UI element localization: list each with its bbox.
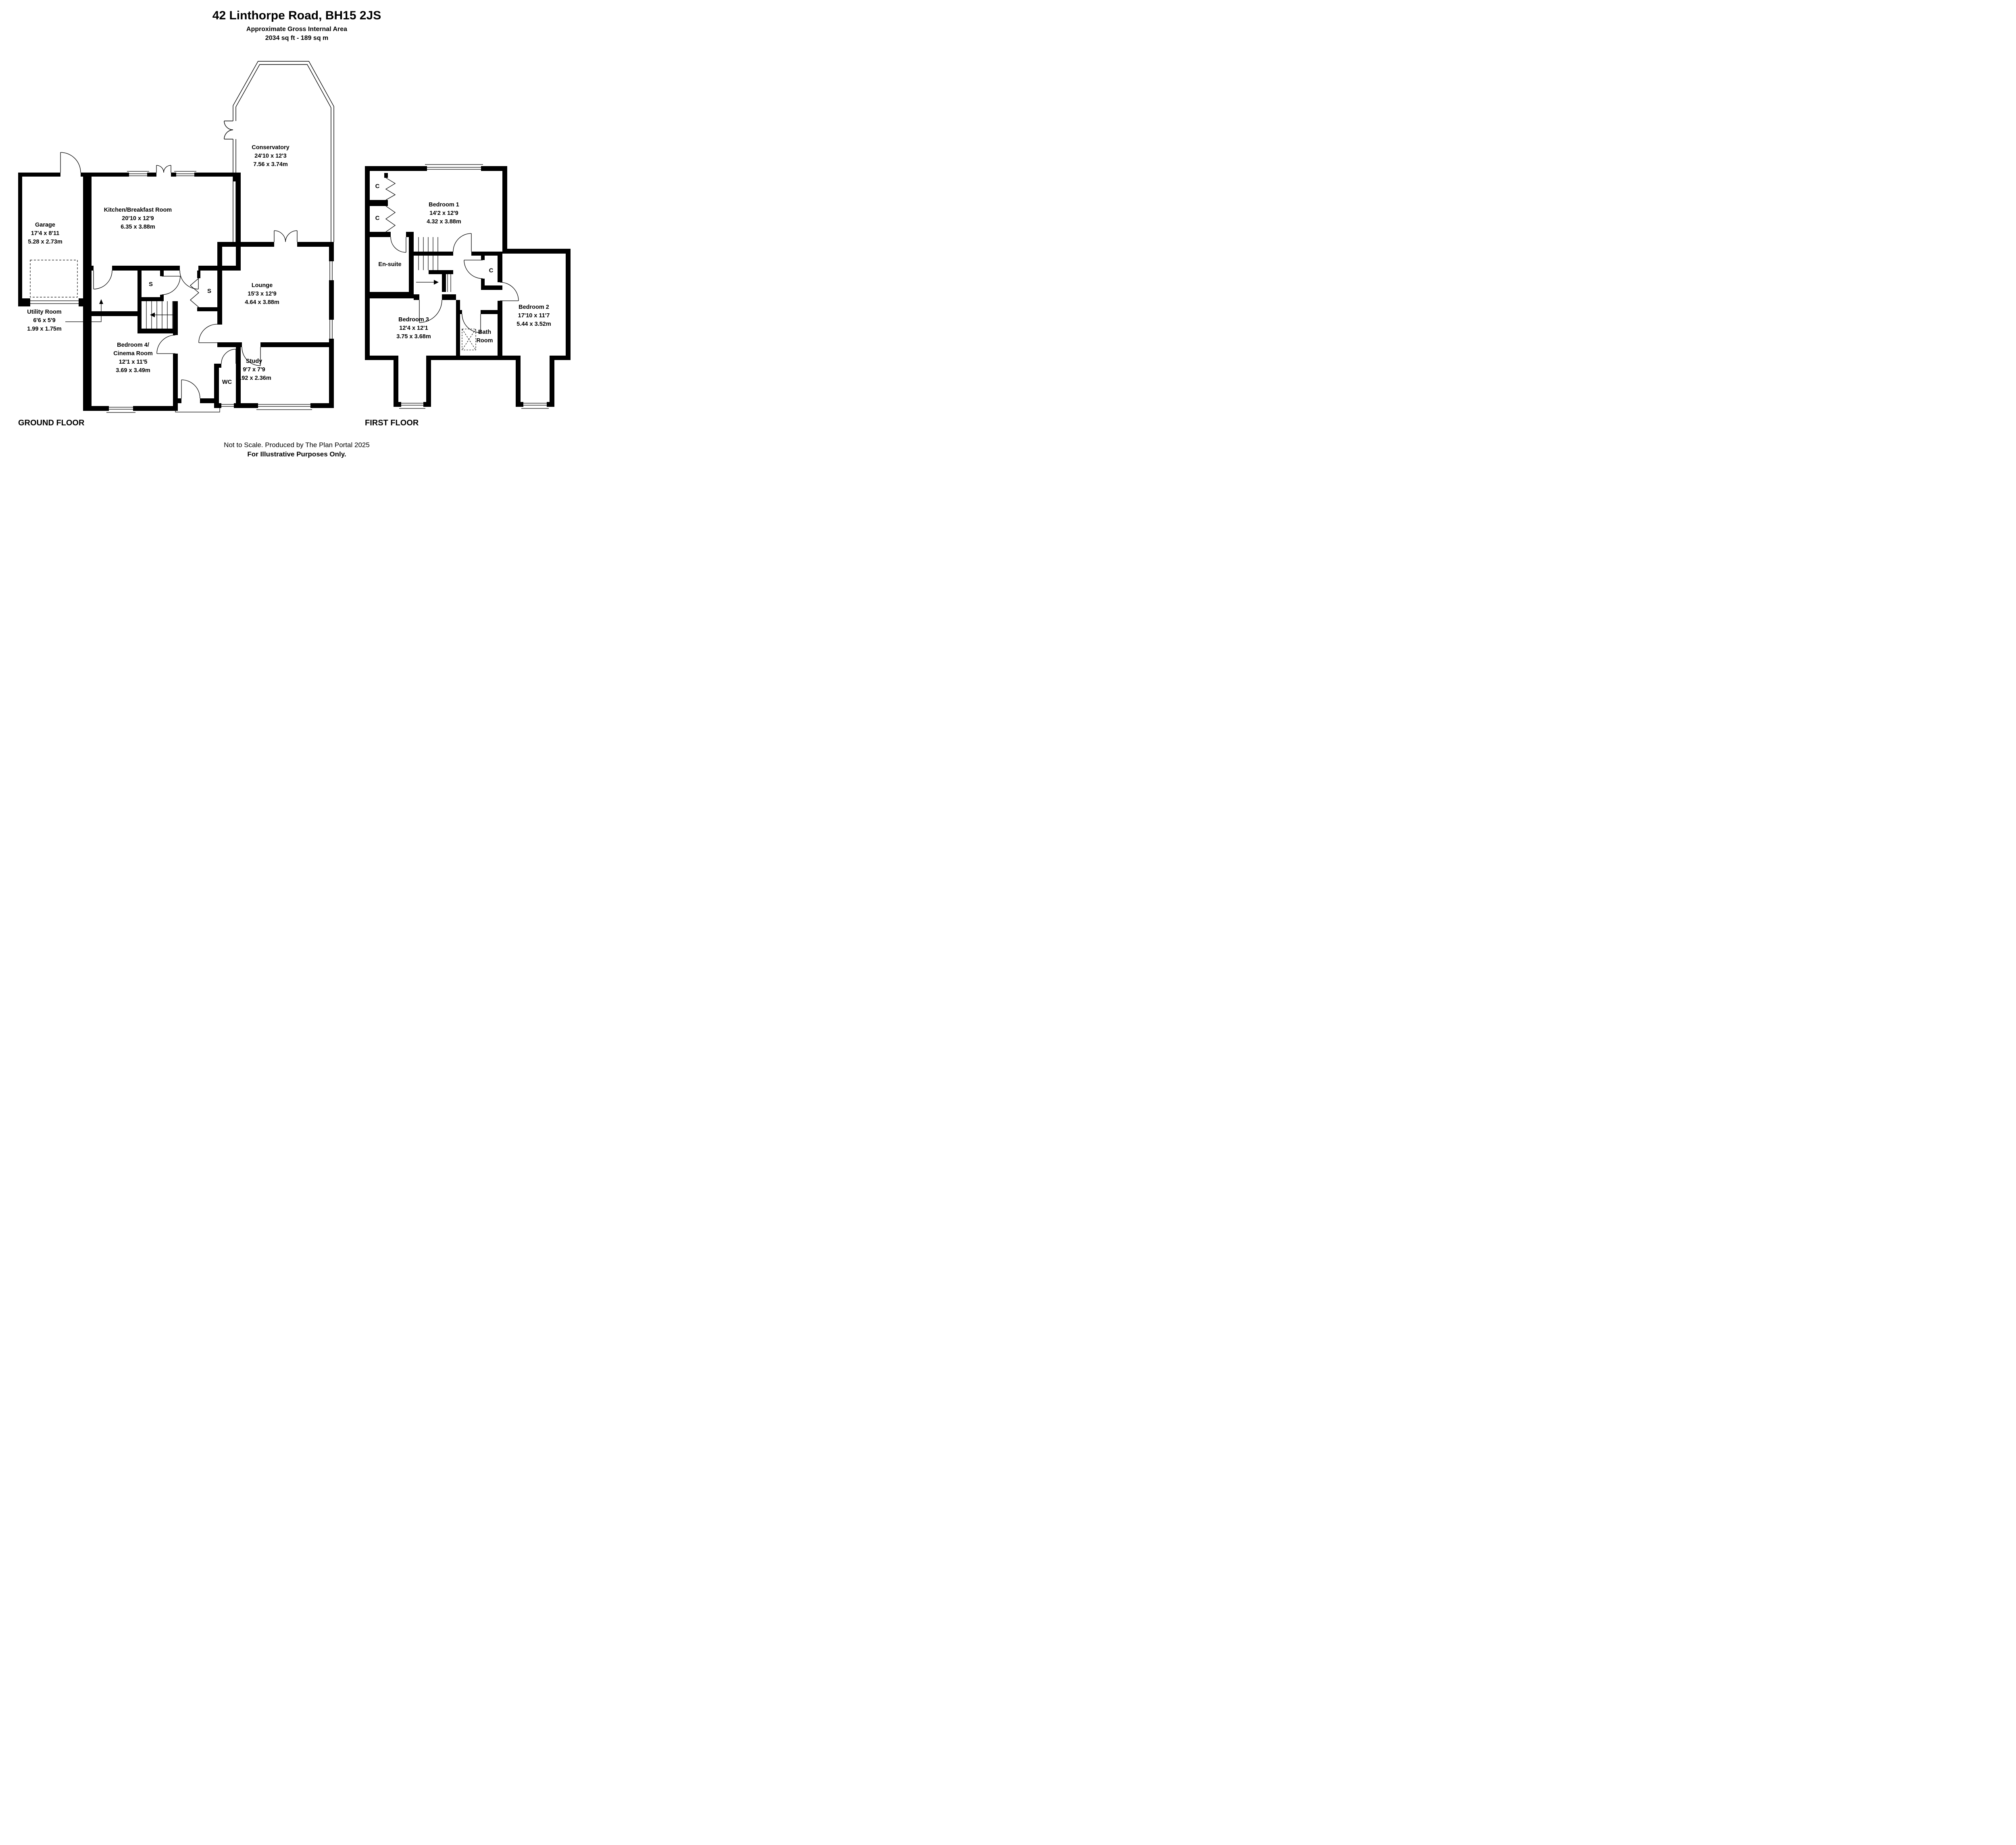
floorplan-drawing: [18, 61, 571, 413]
room-dims-metric: 7.56 x 3.74m: [253, 161, 288, 168]
subtitle-area: Approximate Gross Internal Area: [246, 26, 348, 33]
room-dims-metric: 5.44 x 3.52m: [516, 321, 551, 327]
room-dims-metric: 4.32 x 3.88m: [427, 219, 461, 225]
ground-floor-plan: [18, 61, 334, 413]
room-name: Bath: [478, 329, 492, 335]
room-name: Bedroom 1: [429, 202, 459, 208]
first-floor-doors: [385, 177, 519, 333]
closet-label-c1: C: [375, 183, 380, 190]
cupboard-label-s1: S: [148, 281, 153, 288]
room-dims-imperial: 14'2 x 12'9: [429, 210, 458, 217]
room-dims-metric: 5.28 x 2.73m: [28, 239, 62, 245]
utility-leader-line: [65, 299, 103, 322]
ground-floor-walls: [18, 173, 334, 411]
room-label-conservatory: Conservatory 24'10 x 12'3 7.56 x 3.74m: [252, 144, 289, 169]
ground-floor-windows: [30, 171, 333, 413]
first-floor-windows: [399, 164, 549, 409]
first-floor-walls: [365, 166, 571, 407]
room-label-bathroom: Bath Room: [476, 328, 493, 345]
page-title: 42 Linthorpe Road, BH15 2JS: [212, 9, 381, 22]
room-dims-imperial: 15'3 x 12'9: [248, 291, 277, 297]
room-dims-imperial: 17'4 x 8'11: [31, 230, 60, 237]
room-dims-imperial: 24'10 x 12'3: [254, 153, 287, 159]
room-name: Bedroom 4/: [117, 342, 149, 348]
room-name: Room: [476, 337, 493, 344]
bathroom-dashed-box: [462, 329, 476, 350]
room-label-kitchen: Kitchen/Breakfast Room 20'10 x 12'9 6.35…: [104, 206, 172, 231]
room-dims-metric: 4.64 x 3.88m: [245, 299, 279, 306]
front-porch: [175, 403, 220, 412]
room-name: Conservatory: [252, 144, 289, 151]
room-dims-metric: 3.69 x 3.49m: [116, 367, 150, 374]
room-name: Bedroom 2: [519, 304, 549, 310]
room-name: Cinema Room: [113, 350, 153, 357]
room-label-lounge: Lounge 15'3 x 12'9 4.64 x 3.88m: [245, 281, 279, 307]
room-dims-metric: 3.75 x 3.68m: [396, 333, 431, 340]
stairs-up-arrow: [434, 280, 439, 285]
stairs-down-arrow: [150, 312, 155, 317]
first-floor-label: FIRST FLOOR: [365, 419, 419, 427]
ground-floor-label: GROUND FLOOR: [18, 419, 85, 427]
footer-illustrative: For Illustrative Purposes Only.: [247, 450, 346, 458]
room-label-ensuite: En-suite: [378, 260, 401, 269]
room-dims-metric: 6.35 x 3.88m: [121, 224, 155, 230]
room-dims-imperial: 6'6 x 5'9: [33, 317, 56, 324]
room-name: Kitchen/Breakfast Room: [104, 207, 172, 213]
ground-floor-doors: [60, 152, 298, 399]
room-name: Utility Room: [27, 309, 62, 315]
footer-disclaimer: Not to Scale. Produced by The Plan Porta…: [224, 441, 370, 449]
room-label-bedroom2: Bedroom 2 17'10 x 11'7 5.44 x 3.52m: [516, 303, 551, 329]
room-label-utility: Utility Room 6'6 x 5'9 1.99 x 1.75m: [27, 308, 61, 333]
closet-label-c2: C: [375, 214, 380, 222]
first-floor-plan: [365, 164, 571, 409]
room-label-bedroom4: Bedroom 4/ Cinema Room 12'1 x 11'5 3.69 …: [113, 341, 153, 375]
room-name: En-suite: [378, 261, 402, 268]
closet-label-c3: C: [489, 267, 494, 274]
first-floor-stairs: [416, 237, 451, 292]
floorplan-page: 42 Linthorpe Road, BH15 2JS Approximate …: [0, 0, 594, 461]
room-dims-imperial: 12'1 x 11'5: [119, 359, 148, 365]
room-label-study: Study 9'7 x 7'9 2.92 x 2.36m: [237, 357, 271, 383]
room-dims-metric: 2.92 x 2.36m: [237, 375, 271, 381]
room-dims-imperial: 17'10 x 11'7: [518, 312, 550, 319]
room-label-wc: WC: [222, 378, 232, 387]
garage-dashed-box: [30, 260, 78, 298]
room-dims-metric: 1.99 x 1.75m: [27, 326, 62, 332]
room-name: Garage: [35, 222, 55, 228]
room-name: WC: [222, 379, 232, 385]
room-dims-imperial: 9'7 x 7'9: [243, 367, 265, 373]
subtitle-size: 2034 sq ft - 189 sq m: [265, 35, 329, 42]
room-name: Lounge: [251, 282, 273, 289]
room-name: Study: [246, 358, 262, 364]
room-name: Bedroom 3: [398, 317, 429, 323]
room-label-bedroom3: Bedroom 3 12'4 x 12'1 3.75 x 3.68m: [396, 316, 431, 341]
room-dims-imperial: 12'4 x 12'1: [399, 325, 428, 331]
cupboard-label-s2: S: [207, 287, 212, 295]
room-label-bedroom1: Bedroom 1 14'2 x 12'9 4.32 x 3.88m: [427, 201, 461, 226]
room-label-garage: Garage 17'4 x 8'11 5.28 x 2.73m: [28, 221, 62, 246]
room-dims-imperial: 20'10 x 12'9: [122, 215, 154, 222]
